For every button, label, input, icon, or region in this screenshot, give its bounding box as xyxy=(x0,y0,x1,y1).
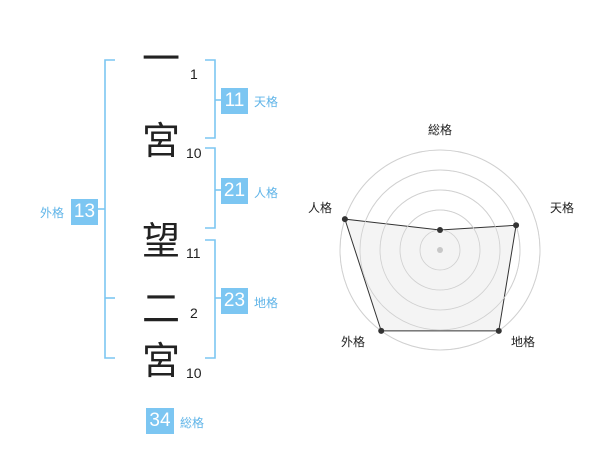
radar-point-3 xyxy=(495,327,502,334)
stroke-count-4: 2 xyxy=(190,305,198,321)
name-char-3: 望 xyxy=(142,219,181,263)
radar-axis-label-tenkaku: 天格 xyxy=(550,201,575,215)
name-char-1: 一 xyxy=(142,37,181,81)
soukaku-badge: 34 xyxy=(146,408,174,434)
radar-ring-overlay xyxy=(359,169,521,331)
name-char-5: 宮 xyxy=(142,339,181,383)
radar-point-1 xyxy=(437,227,443,233)
radar-axis-label-chikaku: 地格 xyxy=(511,335,536,349)
gaikaku-badge: 13 xyxy=(71,199,98,225)
radar-ring-overlay xyxy=(379,189,501,311)
tenkaku-badge: 11 xyxy=(221,88,248,114)
radar-ring-overlay xyxy=(339,149,541,351)
gaikaku-label: 外格 xyxy=(40,206,65,220)
tenkaku-bracket xyxy=(205,59,216,139)
chikaku-bracket xyxy=(205,239,216,359)
stroke-count-5: 10 xyxy=(186,365,202,381)
radar-ring-overlay xyxy=(399,209,481,291)
tenkaku-label: 天格 xyxy=(254,95,279,109)
chikaku-label: 地格 xyxy=(254,296,279,310)
stroke-count-1: 1 xyxy=(190,66,198,82)
jinkaku-bracket xyxy=(205,147,216,229)
radar-center xyxy=(437,247,443,253)
radar-point-2 xyxy=(513,222,520,229)
stroke-count-3: 11 xyxy=(186,245,201,261)
stroke-count-2: 10 xyxy=(186,145,202,161)
radar-axis-label-soukaku: 総格 xyxy=(428,123,453,137)
radar-point-5 xyxy=(341,216,348,223)
radar-area xyxy=(344,218,517,332)
jinkaku-badge: 21 xyxy=(221,178,248,204)
radar-axis-label-gaikaku: 外格 xyxy=(341,335,366,349)
radar-axis-label-jinkaku: 人格 xyxy=(308,201,333,215)
name-char-2: 宮 xyxy=(142,119,181,163)
chikaku-badge: 23 xyxy=(221,288,248,314)
jinkaku-label: 人格 xyxy=(254,186,279,200)
soukaku-label: 総格 xyxy=(180,416,205,430)
name-char-4: 二 xyxy=(142,287,181,331)
radar-point-4 xyxy=(378,327,385,334)
